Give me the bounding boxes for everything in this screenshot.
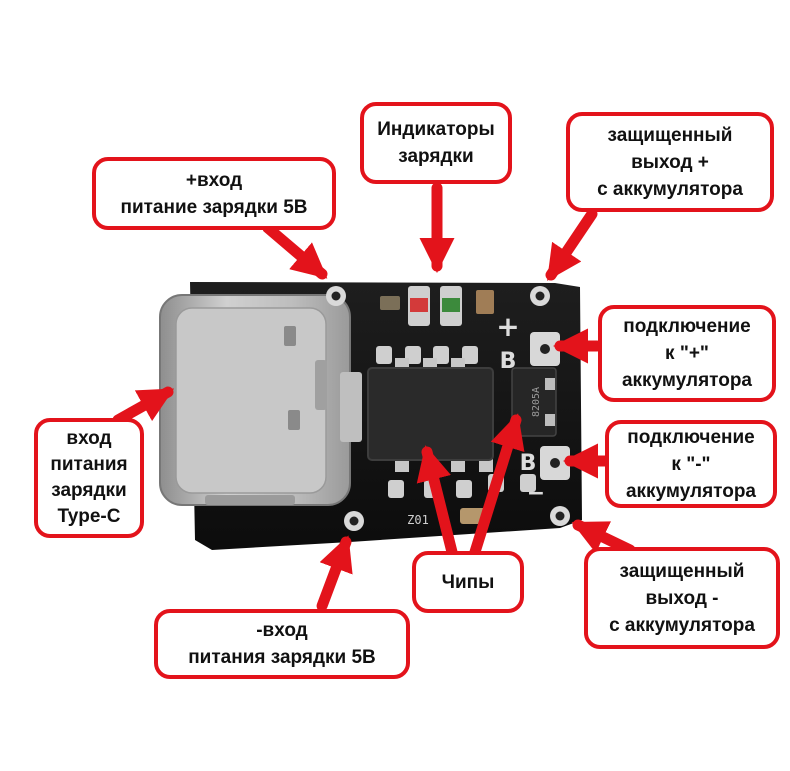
callout-battery-minus: подключение к "-" аккумулятора: [605, 420, 777, 508]
pad-battery-plus: [530, 332, 560, 366]
silkscreen-minus: −: [527, 481, 545, 506]
arrow-out-plus: [545, 208, 598, 281]
callout-protected-out-plus: защищенный выход + с аккумулятора: [566, 112, 774, 212]
silkscreen-b-top: B: [500, 349, 517, 374]
arrow-chip-main: [416, 445, 458, 558]
callout-chips: Чипы: [412, 551, 524, 613]
pad-input-minus: [344, 511, 364, 531]
callout-battery-plus: подключение к "+" аккумулятора: [598, 305, 776, 402]
arrow-input-plus: [262, 222, 328, 280]
callout-indicators: Индикаторы зарядки: [360, 102, 512, 184]
callout-input-minus: -вход питания зарядки 5В: [154, 609, 410, 679]
silkscreen-b-bottom: B: [520, 451, 537, 476]
arrow-out-minus: [571, 519, 636, 556]
chip-marking: 8205A: [531, 387, 542, 417]
usb-type-c-connector: [159, 294, 351, 506]
silkscreen-z01: Z01: [407, 513, 429, 527]
silkscreen-plus: +: [496, 310, 519, 343]
callout-type-c-input: вход питания зарядки Type-C: [34, 418, 144, 538]
arrow-type-c: [112, 386, 175, 426]
indicator-leds: [380, 286, 494, 326]
pad-input-plus: [326, 286, 346, 306]
pad-out-plus: [530, 286, 550, 306]
callout-protected-out-minus: защищенный выход - с аккумулятора: [584, 547, 780, 649]
callout-input-plus: +вход питание зарядки 5В: [92, 157, 336, 230]
arrow-input-minus: [316, 535, 353, 612]
upper-pads: [376, 346, 478, 364]
callout-arrows: [112, 182, 636, 612]
pad-out-minus: [550, 506, 570, 526]
pad-battery-minus: [540, 446, 570, 480]
arrow-chip-protection: [469, 413, 525, 558]
